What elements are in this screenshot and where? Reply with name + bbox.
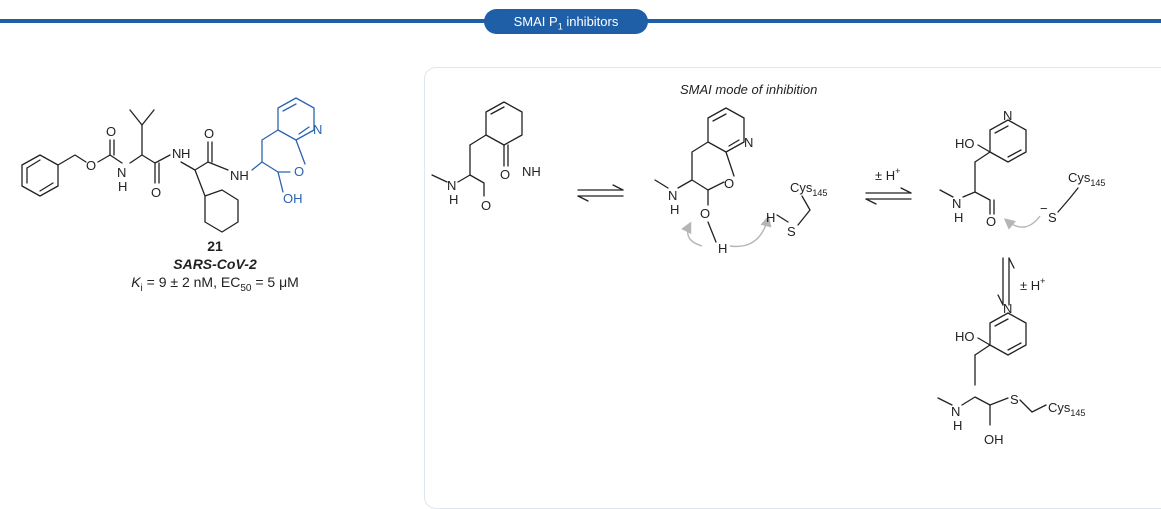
carbamate-h: H [118,179,127,194]
mechanism-title: SMAI mode of inhibition [680,82,818,97]
pyridone-nh: NH [522,164,541,179]
pyridinol-ho-2: HO [955,329,975,344]
thiolate-form: HO N N H O − S Cys145 [939,108,1105,230]
section-banner: SMAI P1 inhibitors [484,9,648,34]
adduct-n: N [951,404,960,419]
aldehyde-form: N H O O NH [431,101,541,213]
amide2-o: O [204,126,214,141]
cys-label-3: Cys145 [1048,400,1085,418]
pyran-o: O [294,164,304,179]
hemiacetal-oh: OH [283,191,303,206]
cys-label-2: Cys145 [1068,170,1105,188]
hemi-oh-o: O [700,206,710,221]
hemi-pyridine-n: N [744,135,753,150]
thiol-s: S [787,224,796,239]
thiolate-form-o: O [986,214,996,229]
equilibrium-arrow-3: ± H+ [997,257,1045,306]
thiolate-form-n: N [952,196,961,211]
proton-transfer-label-1: ± H+ [875,166,900,183]
hemi-nh-h: H [670,202,679,217]
thiol-h: H [766,210,775,225]
amide1-n: N [172,146,181,161]
ester-o: O [86,158,96,173]
pyridinol-ho-1: HO [955,136,975,151]
proton-transfer-label-2: ± H+ [1020,276,1045,293]
equilibrium-arrow-1 [577,184,624,202]
adduct-s: S [1010,392,1019,407]
hemi-nh-n: N [668,188,677,203]
thiolate-form-h: H [954,210,963,225]
adduct-oh: OH [984,432,1004,447]
amide2-nh: NH [230,168,249,183]
amide1-o: O [151,185,161,200]
aldehyde-nh-h: H [449,192,458,207]
hemi-ring-o: O [724,176,734,191]
aldehyde-nh-n: N [447,178,456,193]
carbamate-o: O [106,124,116,139]
amide1-h: H [181,146,190,161]
hemi-oh-h: H [718,241,727,256]
thiolate-s: S [1048,210,1057,225]
pyridine-n: N [313,122,322,137]
mechanism-panel [424,67,1161,509]
structures-canvas: O O N H O N H O NH O [21,97,1105,447]
compound-potency: Ki = 9 ± 2 nM, EC50 = 5 μM [131,274,299,294]
carbamate-n: N [117,165,126,180]
aldehyde-o: O [481,198,491,213]
adduct-h: H [953,418,962,433]
equilibrium-arrow-2: ± H+ [865,166,912,205]
cys-label-1: Cys145 [790,180,827,198]
compound-number: 21 [207,238,223,254]
compound-target: SARS-CoV-2 [173,256,257,272]
hemiacetal-form: N H O O H N H S Cys145 [654,107,827,256]
pyridone-o: O [500,167,510,182]
pyridinol-n-2: N [1003,301,1012,316]
pyridinol-n-1: N [1003,108,1012,123]
compound-21-structure: O O N H O N H O NH O [21,97,322,233]
thiolate-minus: − [1040,201,1048,216]
thiohemiacetal-adduct: HO N N H OH S Cys145 [937,301,1085,447]
